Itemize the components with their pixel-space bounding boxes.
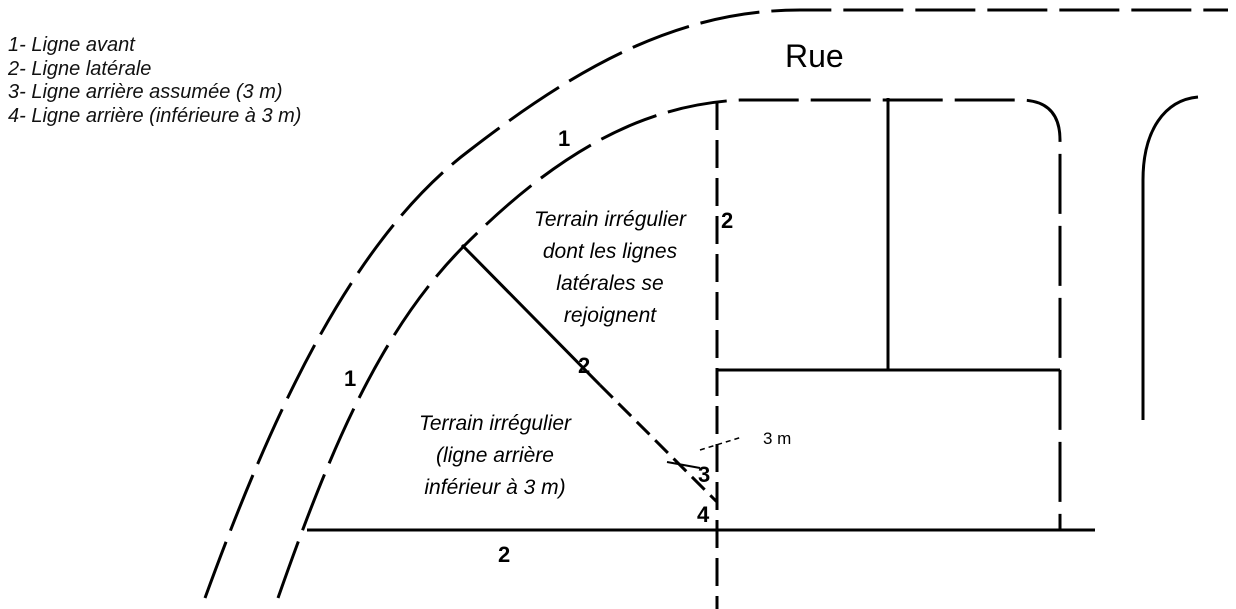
legend-item-side-line: 2- Ligne latérale <box>8 57 152 80</box>
label-side-bottom: 2 <box>498 542 510 567</box>
terrain-upper-line: latérales se <box>556 272 663 295</box>
legend-item-rear-line: 4- Ligne arrière (inférieure à 3 m) <box>8 104 302 127</box>
terrain-lower-line: Terrain irrégulier <box>419 412 572 435</box>
label-rear: 4 <box>697 502 710 527</box>
side-line-diagonal-solid <box>460 243 602 387</box>
street-right-curb <box>1141 95 1199 420</box>
dimension-label: 3 m <box>763 429 791 448</box>
front-lot-line <box>276 98 1062 599</box>
label-front-left: 1 <box>344 366 356 391</box>
side-line-diagonal-dashed <box>598 383 719 504</box>
terrain-upper-line: dont les lignes <box>543 240 678 263</box>
legend-item-assumed-rear-line: 3- Ligne arrière assumée (3 m) <box>8 81 283 103</box>
legend: 1- Ligne avant 2- Ligne latérale 3- Lign… <box>8 34 301 128</box>
label-front-top: 1 <box>558 126 570 151</box>
label-side-vertical: 2 <box>721 208 733 233</box>
terrain-upper-line: rejoignent <box>564 304 657 327</box>
label-side-diagonal: 2 <box>578 353 590 378</box>
legend-item-front-line: 1- Ligne avant <box>8 34 135 56</box>
terrain-upper-description: Terrain irrégulier dont les lignes latér… <box>534 208 687 327</box>
dimension-leader <box>699 436 743 451</box>
street-label: Rue <box>785 38 844 74</box>
label-assumed-rear: 3 <box>698 462 710 487</box>
terrain-lower-line: inférieur à 3 m) <box>424 476 565 499</box>
terrain-lower-line: (ligne arrière <box>436 444 554 467</box>
terrain-lower-description: Terrain irrégulier (ligne arrière inféri… <box>419 412 572 499</box>
street-outer-curb <box>203 8 1228 599</box>
assumed-rear-line <box>666 461 701 469</box>
terrain-upper-line: Terrain irrégulier <box>534 208 687 231</box>
